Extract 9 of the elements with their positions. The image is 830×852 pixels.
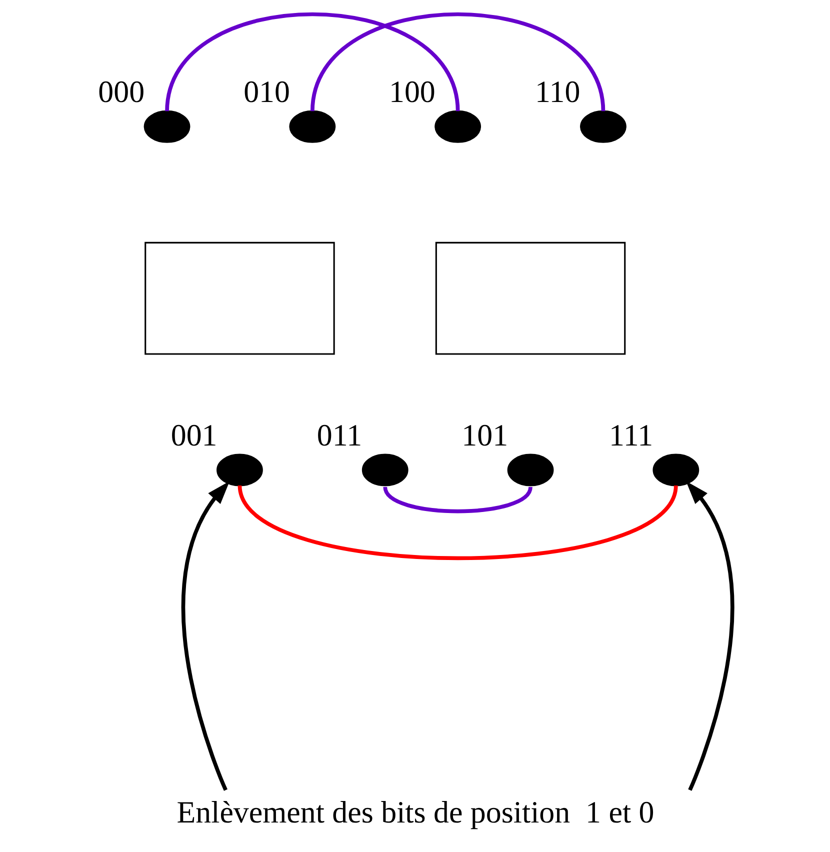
node-label: 111 [608, 417, 653, 452]
node-label: 000 [98, 74, 144, 109]
node-label: 010 [243, 74, 290, 109]
caption: Enlèvement des bits de position 1 et 0 [176, 794, 654, 830]
node-label: 100 [388, 74, 435, 109]
node-label: 011 [316, 417, 362, 452]
node-label: 001 [170, 417, 217, 452]
node-label: 110 [534, 74, 580, 109]
node-label: 101 [461, 417, 508, 452]
